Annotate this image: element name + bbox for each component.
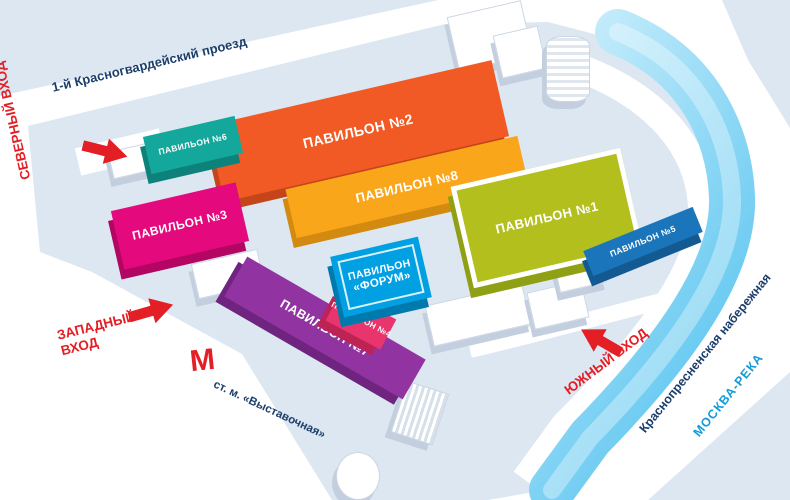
round-building <box>336 452 380 500</box>
embankment-road <box>513 57 717 489</box>
pavilion-6-label: ПАВИЛЬОН №6 <box>157 131 229 157</box>
moskva-river-highlight <box>543 23 742 499</box>
pavilion-2-label: ПАВИЛЬОН №2 <box>301 110 415 152</box>
river-bank-southeast <box>648 372 790 500</box>
pavilion-3-label: ПАВИЛЬОН №3 <box>130 207 229 243</box>
pavilion-forum-label: ПАВИЛЬОН «ФОРУМ» <box>347 257 415 296</box>
pavilion-8-label: ПАВИЛЬОН №8 <box>353 166 460 206</box>
city-block-north <box>0 0 438 96</box>
metro-icon[interactable]: М <box>188 342 217 379</box>
moskva-river <box>529 9 756 500</box>
pavilion-1-label: ПАВИЛЬОН №1 <box>493 197 600 237</box>
river-bank-northeast <box>722 0 790 128</box>
south-access-road <box>468 292 668 358</box>
cylindrical-tank <box>546 36 590 102</box>
